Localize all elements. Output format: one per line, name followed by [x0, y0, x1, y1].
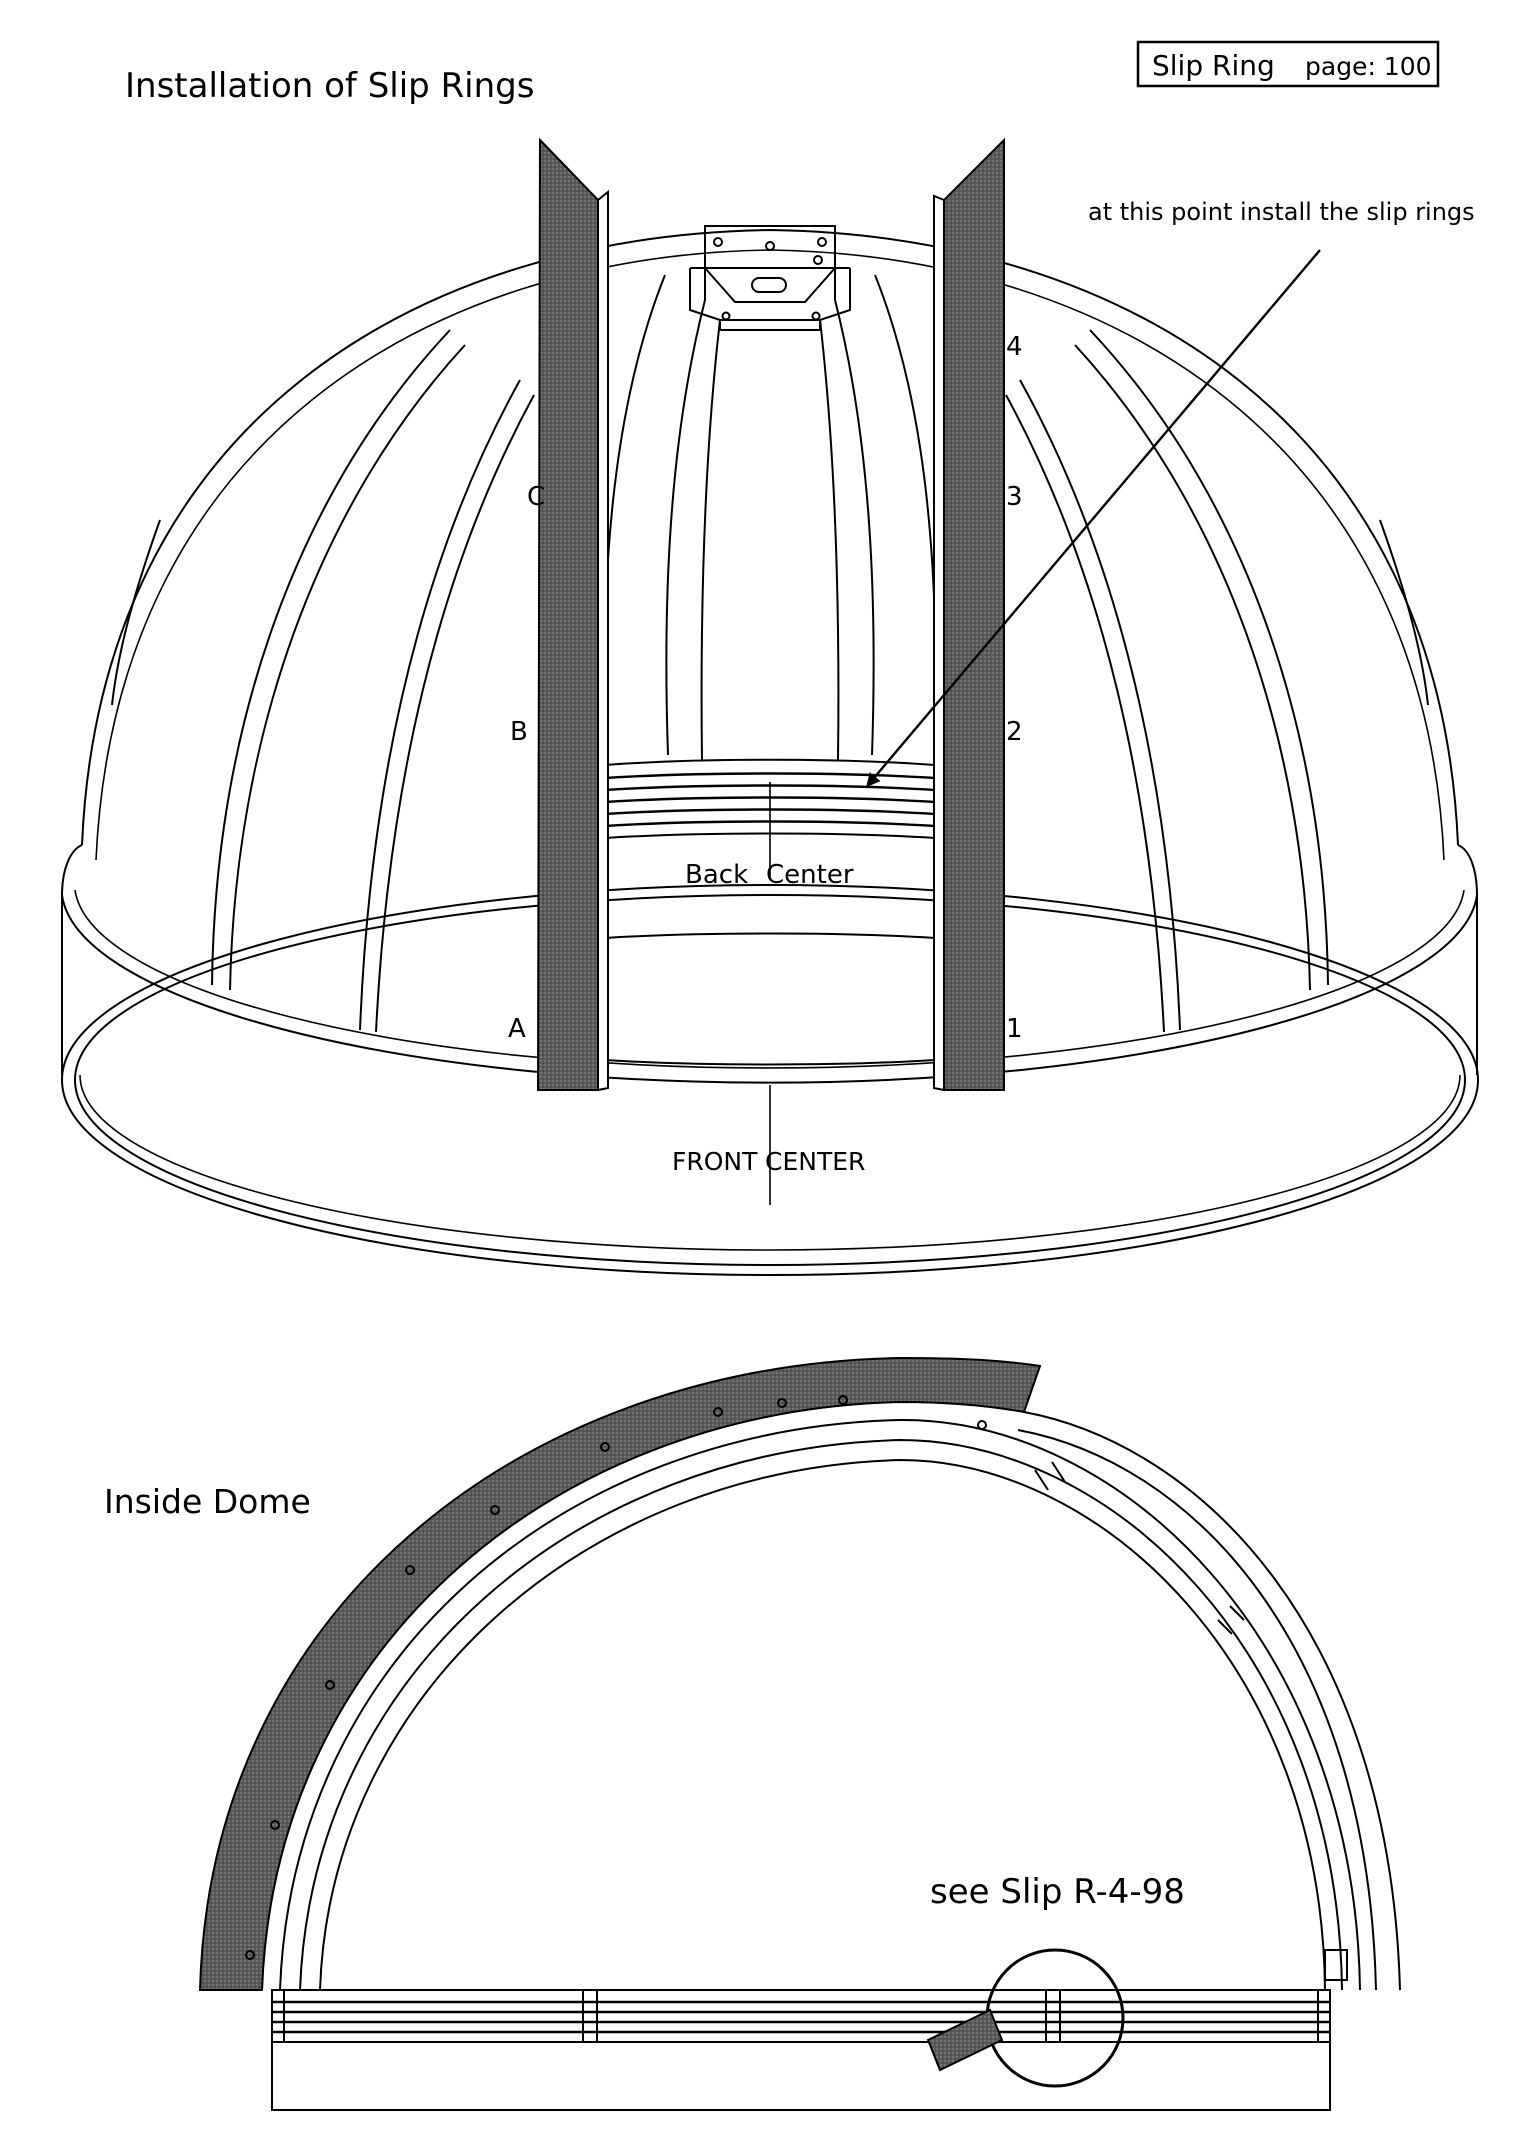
detail-reference: see Slip R-4-98	[930, 1872, 1185, 1912]
marker-left-a: A	[508, 1014, 526, 1044]
base-ring-inner	[74, 894, 1466, 1266]
opening-lower-edge	[604, 932, 936, 939]
inside-arc-rail	[279, 1418, 1361, 1991]
brush-holder	[926, 2008, 1004, 2072]
front-center-word: CENTER	[765, 1147, 865, 1176]
top-bracket	[689, 225, 851, 331]
page-badge: Slip Ring page: 100	[1136, 40, 1440, 88]
marker-left-c: C	[527, 482, 545, 512]
shutter-rail-right	[933, 137, 1005, 1092]
rib-left-outer	[111, 519, 161, 706]
marker-right-2: 2	[1006, 717, 1023, 747]
inside-arc-outer	[1023, 1411, 1401, 1991]
shutter-rail-left	[536, 137, 609, 1092]
rib-right-2	[1019, 379, 1181, 1031]
back-label-word: Back	[685, 860, 748, 890]
dome-outline	[81, 228, 1459, 846]
inner-rib-left	[603, 274, 666, 756]
rib-right-outer	[1379, 519, 1429, 706]
rib-left-1	[211, 329, 451, 986]
dome-exterior-view	[61, 225, 1479, 1276]
inside-base-plate	[271, 1989, 1331, 2111]
opening-bottom-edge	[604, 1059, 936, 1066]
callout-arrow	[866, 249, 1321, 788]
front-label-word: FRONT	[672, 1147, 758, 1176]
badge-section-label: Slip Ring	[1152, 49, 1275, 82]
center-label-word: Center	[766, 860, 854, 890]
slip-ring-callout: at this point install the slip rings	[1088, 198, 1475, 226]
marker-left-b: B	[510, 717, 528, 747]
detail-circle	[985, 1948, 1125, 2088]
inside-shutter-band	[198, 1356, 1042, 1991]
skirt-top-edge	[61, 894, 1478, 1084]
rib-left-2	[359, 379, 521, 1031]
badge-page-number: page: 100	[1305, 52, 1432, 81]
base-ring-outer	[61, 884, 1479, 1276]
marker-right-4: 4	[1006, 332, 1023, 362]
marker-right-3: 3	[1006, 482, 1023, 512]
page-title: Installation of Slip Rings	[125, 66, 534, 106]
inside-dome-title: Inside Dome	[104, 1482, 311, 1521]
inside-dome-view	[198, 1356, 1401, 2111]
slip-ring-bar	[271, 1989, 1331, 2043]
rib-right-1	[1089, 329, 1329, 986]
marker-right-1: 1	[1006, 1014, 1023, 1044]
inner-rib-right	[874, 274, 937, 756]
